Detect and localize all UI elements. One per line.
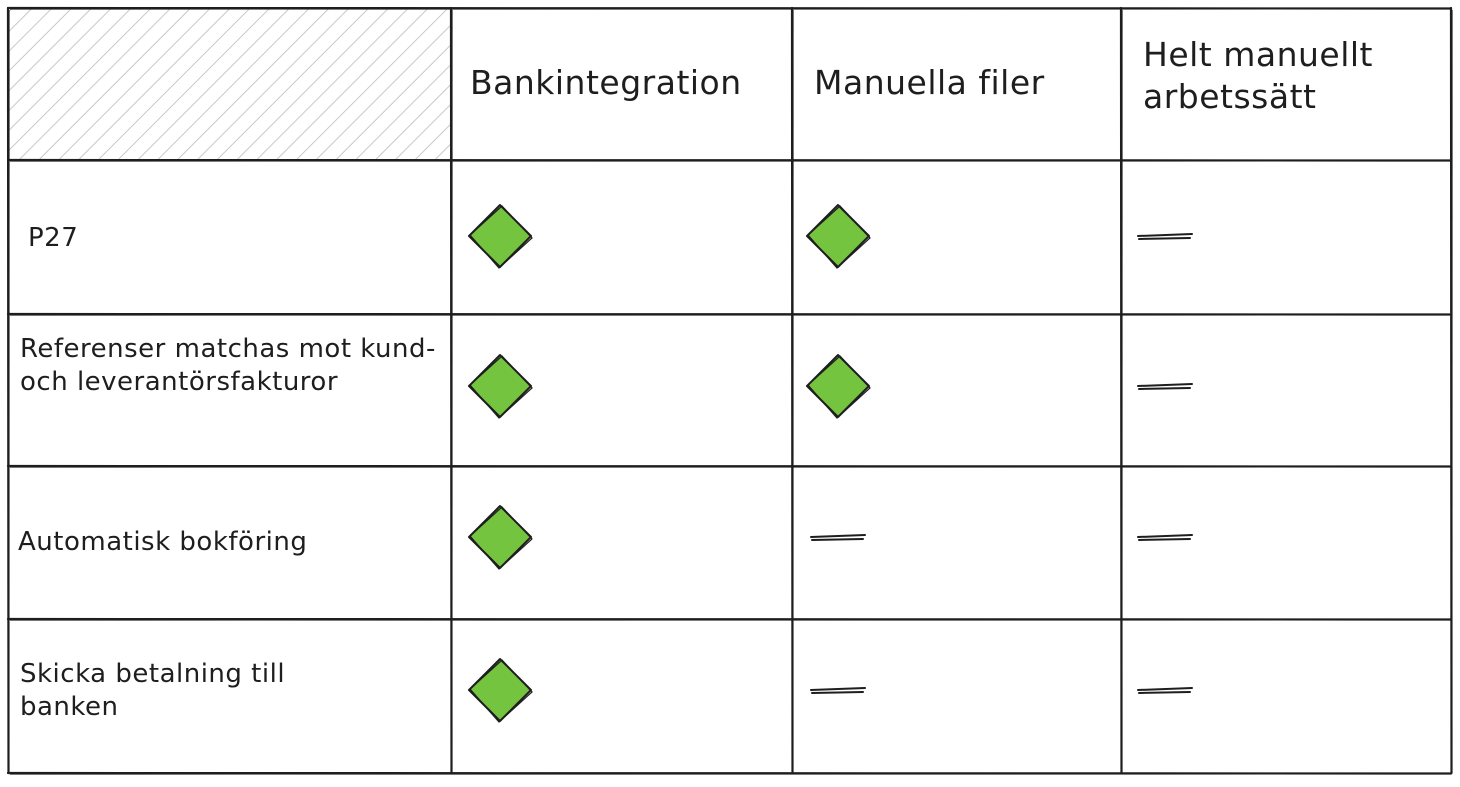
- grid-hline: [6, 6, 1453, 10]
- row-label-skicka-betalning: Skicka betalning till banken: [20, 659, 286, 723]
- column-header-bankintegration: Bankintegration: [470, 63, 742, 102]
- grid-lines: [6, 6, 1453, 775]
- cell-marks: [468, 204, 1193, 723]
- dash-icon: [1137, 383, 1193, 390]
- row-label-p27: P27: [28, 223, 79, 253]
- grid-vline-stroke: [1451, 9, 1453, 773]
- green-diamond-icon: [806, 354, 871, 419]
- grid-vline: [790, 6, 794, 775]
- dash-stroke: [1137, 383, 1193, 387]
- row-label-referenser: Referenser matchas mot kund- och leveran…: [20, 334, 436, 398]
- grid-vline-stroke: [1121, 9, 1123, 773]
- grid-hline-stroke: [9, 8, 1450, 10]
- grid-hline: [6, 771, 1453, 775]
- dash-stroke: [810, 534, 866, 538]
- diamond-fill: [468, 505, 532, 569]
- grid-hline-stroke: [9, 160, 1450, 162]
- diamond-fill: [468, 658, 532, 722]
- diamond-sketch: [469, 205, 533, 269]
- grid-vline-stroke: [451, 9, 453, 773]
- corner-hatch-cell: [9, 9, 450, 160]
- grid-vline: [1449, 6, 1453, 775]
- diamond-fill: [468, 204, 532, 268]
- green-diamond-icon: [806, 204, 871, 269]
- grid-hline-stroke: [9, 466, 1450, 468]
- diamond-sketch: [807, 205, 871, 269]
- dash-stroke: [1137, 687, 1193, 691]
- grid-hline-stroke: [9, 773, 1450, 775]
- diamond-sketch: [469, 659, 533, 723]
- dash-stroke: [1137, 233, 1193, 237]
- grid-hline-stroke: [9, 619, 1450, 621]
- diamond-sketch: [807, 355, 871, 419]
- grid-hline: [6, 464, 1453, 468]
- grid-hline-stroke: [9, 314, 1450, 316]
- grid-vline: [1119, 6, 1123, 775]
- grid-vline-stroke: [792, 9, 794, 773]
- dash-stroke: [1138, 387, 1191, 390]
- dash-icon: [810, 534, 866, 541]
- dash-stroke: [1137, 534, 1193, 538]
- diamond-sketch: [469, 506, 533, 570]
- column-header-helt-manuellt: Helt manuellt arbetssätt: [1143, 35, 1373, 117]
- green-diamond-icon: [468, 658, 533, 723]
- diamond-sketch: [469, 355, 533, 419]
- dash-icon: [1137, 687, 1193, 694]
- dash-icon: [810, 687, 866, 694]
- dash-stroke: [1138, 691, 1191, 694]
- grid-hline: [6, 312, 1453, 316]
- dash-stroke: [811, 538, 864, 541]
- dash-icon: [1137, 534, 1193, 541]
- grid-vline-stroke: [8, 9, 10, 773]
- green-diamond-icon: [468, 505, 533, 570]
- green-diamond-icon: [468, 204, 533, 269]
- dash-icon: [1137, 233, 1193, 240]
- dash-stroke: [811, 691, 864, 694]
- dash-stroke: [1138, 538, 1191, 541]
- grid-hline: [6, 158, 1453, 162]
- dash-stroke: [1138, 237, 1191, 240]
- grid-vline: [449, 6, 453, 775]
- diamond-fill: [806, 204, 870, 268]
- green-diamond-icon: [468, 354, 533, 419]
- column-header-manuella-filer: Manuella filer: [814, 63, 1045, 102]
- diamond-fill: [468, 354, 532, 418]
- dash-stroke: [810, 687, 866, 691]
- grid-vline: [6, 6, 10, 775]
- grid-hline: [6, 617, 1453, 621]
- diamond-fill: [806, 354, 870, 418]
- row-label-automatisk-bokforing: Automatisk bokföring: [18, 527, 308, 557]
